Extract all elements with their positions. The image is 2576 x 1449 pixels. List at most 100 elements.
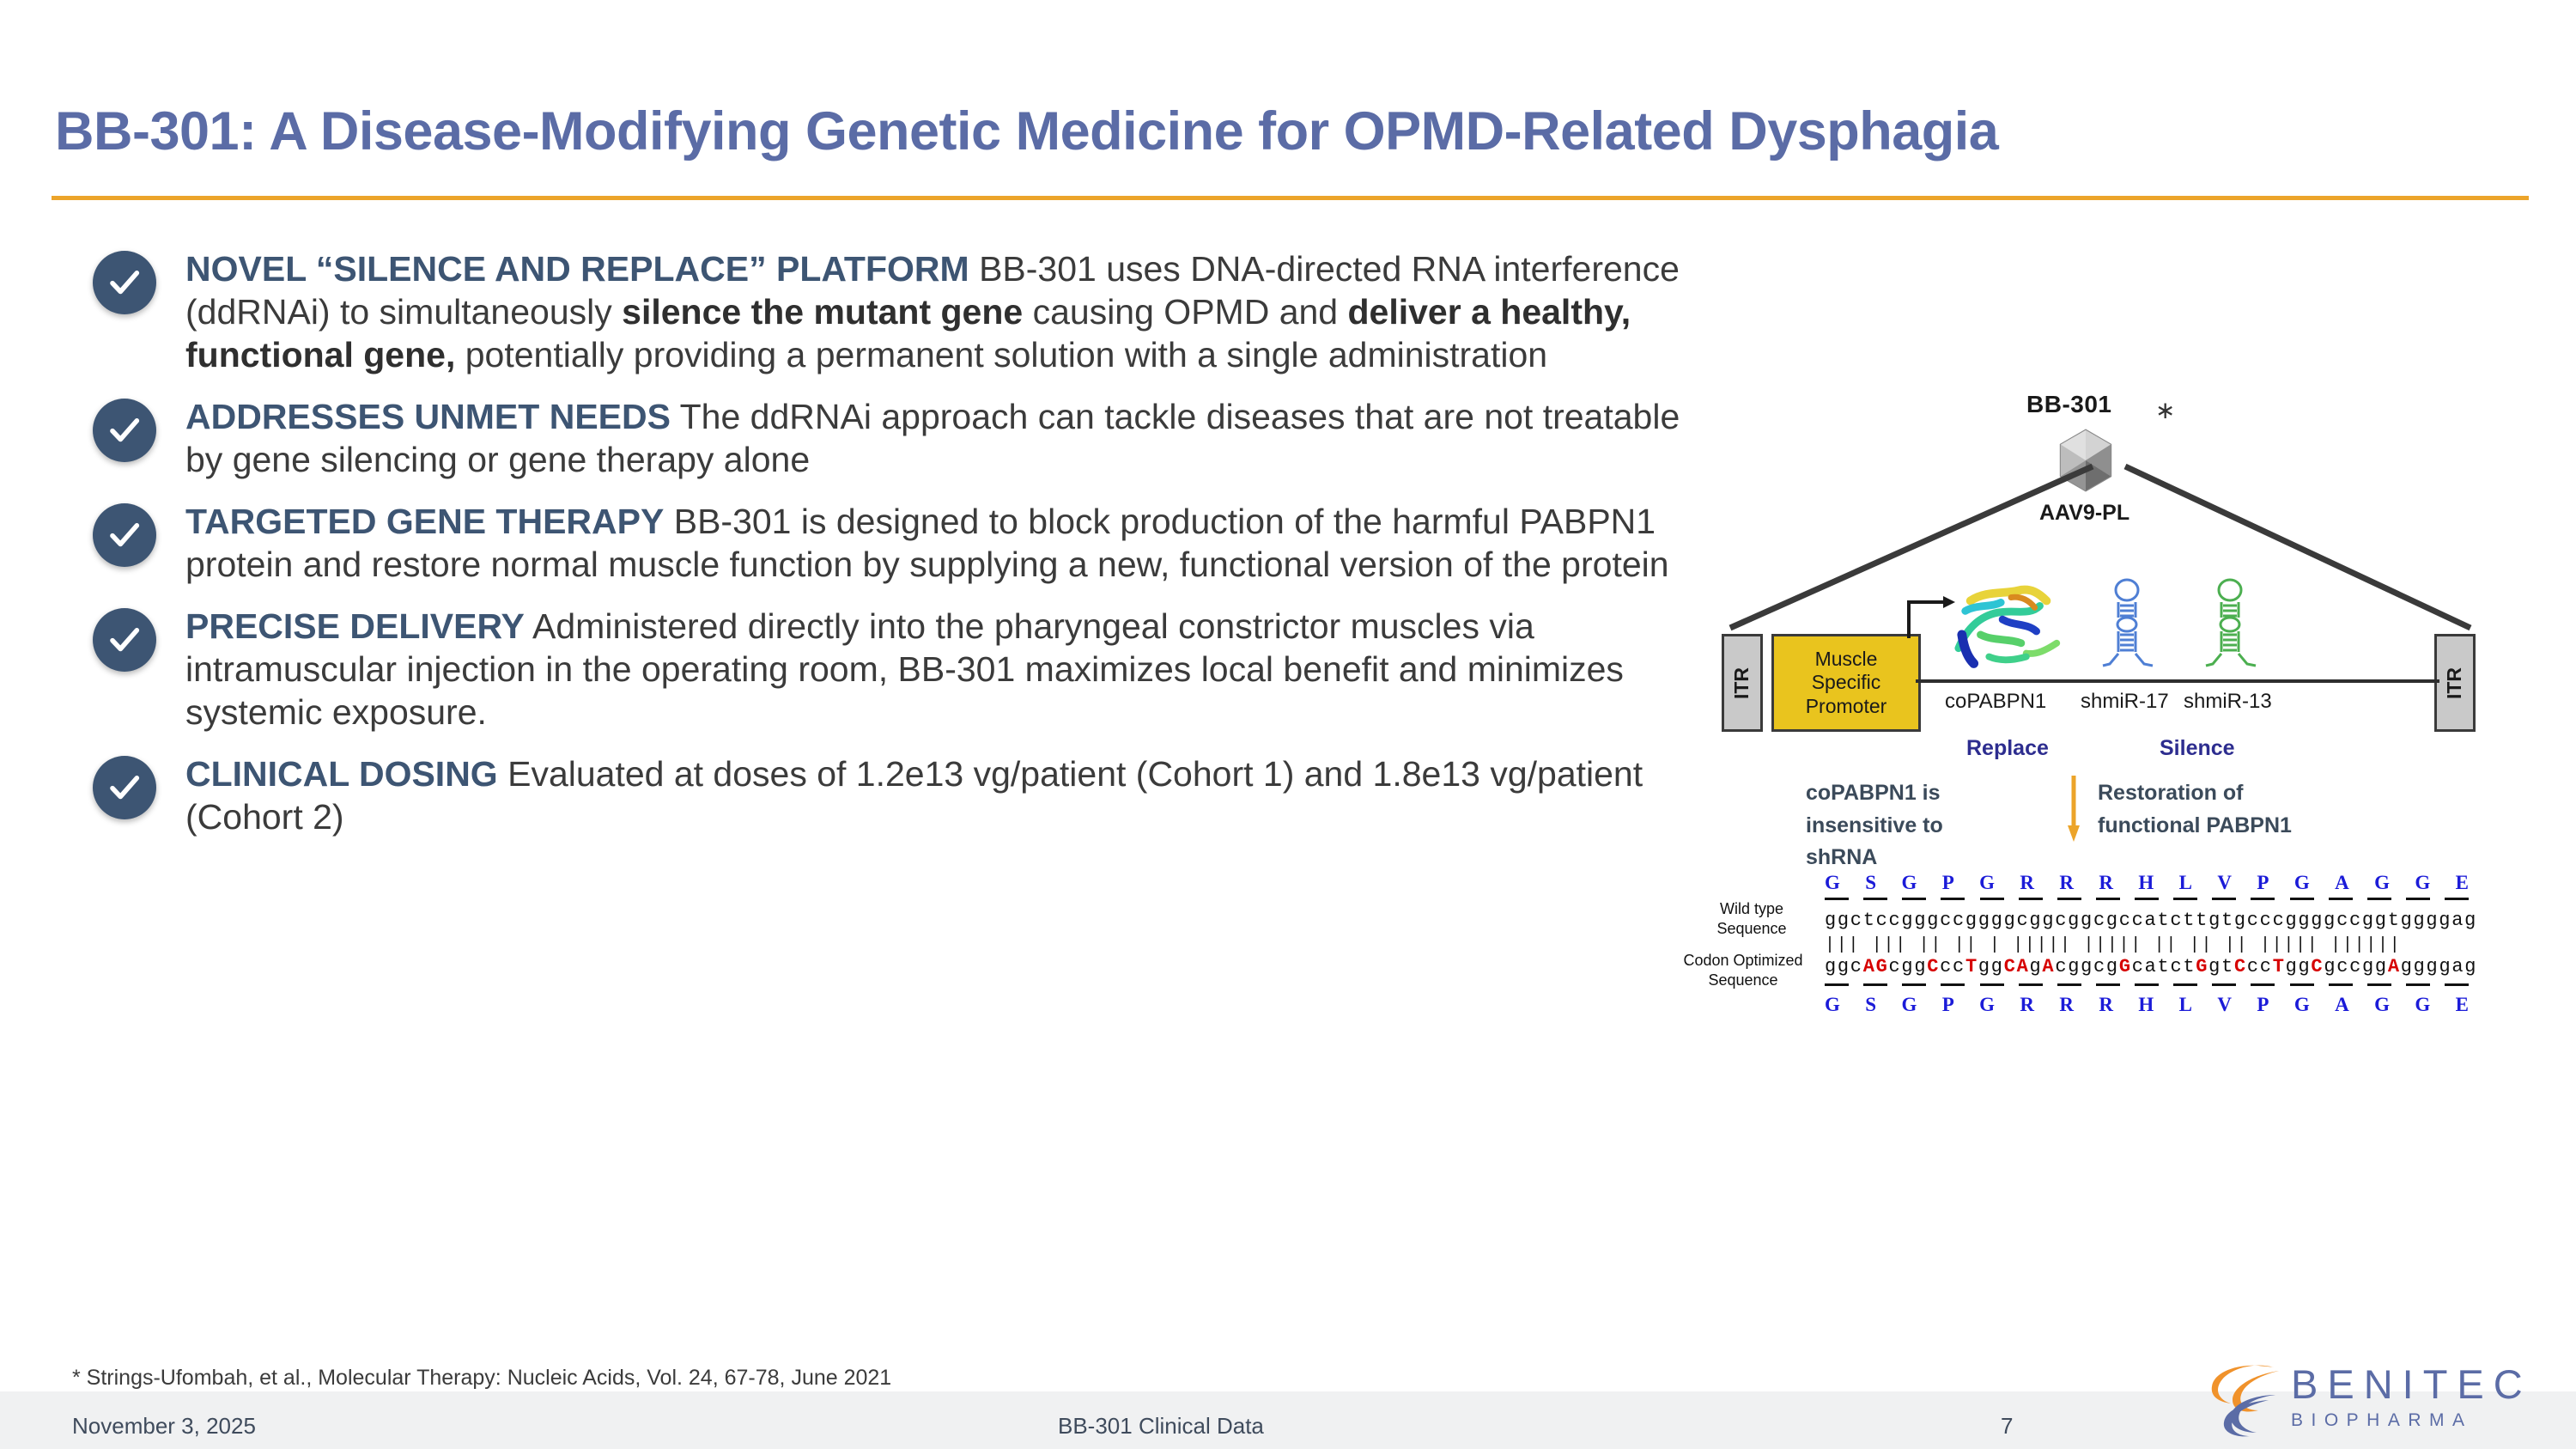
codon-underline bbox=[2289, 898, 2314, 900]
gene-label-copabpn1: coPABPN1 bbox=[1945, 690, 2047, 713]
codon-mutation-base: G bbox=[2196, 956, 2209, 977]
construct-name-label: BB-301 bbox=[2026, 391, 2112, 417]
logo-wordmark: BENITEC BIOPHARMA bbox=[2291, 1364, 2532, 1431]
codon-mutation-base: A bbox=[1862, 956, 1876, 977]
check-icon-wrap bbox=[93, 752, 185, 820]
codon-underline bbox=[1863, 898, 1888, 900]
amino-acid-letter: G bbox=[1979, 872, 1996, 893]
bb301-construct-diagram: BB-301 ∗ AAV9-PL ITR ITR Muscle Specific… bbox=[1683, 391, 2503, 1069]
amino-acid-letter: P bbox=[1941, 994, 1954, 1015]
codon-underline bbox=[1902, 898, 1927, 900]
bullet-body: The ddRNAi approach can tackle diseases … bbox=[185, 397, 1680, 480]
amino-acid-letter: R bbox=[2099, 872, 2114, 893]
amino-acid-letter: R bbox=[2020, 872, 2035, 893]
codon-dash-row-bottom bbox=[1825, 983, 2469, 986]
amino-acid-letter: G bbox=[2293, 994, 2310, 1015]
list-item: TARGETED GENE THERAPY BB-301 is designed… bbox=[93, 500, 1698, 586]
check-circle-icon bbox=[93, 756, 156, 820]
amino-acid-letter: L bbox=[2178, 872, 2193, 893]
amino-acid-letter: L bbox=[2178, 994, 2193, 1015]
codon-underline bbox=[2405, 898, 2430, 900]
bullet-emphasis: silence the mutant gene bbox=[622, 292, 1024, 332]
amino-acid-letter: G bbox=[1825, 872, 1840, 893]
codon-mutation-base: C bbox=[2233, 956, 2247, 977]
list-item: NOVEL “SILENCE AND REPLACE” PLATFORM BB-… bbox=[93, 247, 1698, 376]
codon-underline bbox=[2366, 898, 2391, 900]
bullet-body: potentially providing a permanent soluti… bbox=[455, 335, 1548, 375]
codon-underline bbox=[2057, 898, 2081, 900]
bullet-heading: CLINICAL DOSING bbox=[185, 754, 498, 795]
list-item: PRECISE DELIVERY Administered directly i… bbox=[93, 605, 1698, 734]
check-circle-icon bbox=[93, 608, 156, 673]
title-block: BB-301: A Disease-Modifying Genetic Medi… bbox=[55, 103, 2528, 160]
amino-acid-letter: P bbox=[2257, 994, 2269, 1015]
codon-mutation-base: A bbox=[2042, 956, 2056, 977]
promoter-line-2: Specific bbox=[1811, 671, 1881, 694]
down-arrow-icon bbox=[2068, 776, 2080, 842]
bullet-body: Administered directly into the pharyngea… bbox=[185, 606, 1624, 733]
amino-acid-letter: R bbox=[2059, 994, 2075, 1015]
codon-underline bbox=[2251, 898, 2275, 900]
list-item-text: PRECISE DELIVERY Administered directly i… bbox=[185, 605, 1698, 734]
check-icon-wrap bbox=[93, 500, 185, 568]
benitec-swoosh-icon bbox=[2211, 1365, 2279, 1437]
codon-underline bbox=[2405, 983, 2430, 986]
sequence-side-label-wildtype: Wild type Sequence bbox=[1716, 900, 1787, 937]
bullet-heading: NOVEL “SILENCE AND REPLACE” PLATFORM bbox=[185, 249, 969, 289]
amino-acid-letter: S bbox=[1865, 994, 1877, 1015]
codon-underline bbox=[1863, 983, 1888, 986]
amino-acid-letter: E bbox=[2455, 872, 2469, 893]
itr-left-label: ITR bbox=[1730, 667, 1753, 699]
wild-type-nucleotide-sequence: ggctccgggccggggcggcggcgccatcttgtgcccgggg… bbox=[1825, 910, 2478, 931]
codon-underline bbox=[2251, 983, 2275, 986]
footnote-reference: * Strings-Ufombah, et al., Molecular The… bbox=[72, 1366, 892, 1390]
construct-backbone-line bbox=[1916, 679, 2439, 683]
amino-acid-letter: P bbox=[1941, 872, 1954, 893]
page-title: BB-301: A Disease-Modifying Genetic Medi… bbox=[55, 101, 1999, 161]
codon-underline bbox=[2057, 983, 2081, 986]
codon-underline bbox=[1825, 983, 1849, 986]
list-item-text: CLINICAL DOSING Evaluated at doses of 1.… bbox=[185, 752, 1698, 838]
codon-mutation-base: T bbox=[2272, 956, 2286, 977]
codon-underline bbox=[2289, 983, 2314, 986]
codon-mutation-base: A bbox=[2016, 956, 2030, 977]
codon-underline bbox=[1825, 898, 1849, 900]
codon-underline bbox=[2445, 983, 2469, 986]
codon-underline bbox=[1979, 983, 2004, 986]
codon-mutation-base: G bbox=[1875, 956, 1889, 977]
codon-optimized-nucleotide-sequence: ggcAGcggCccTggCAgAcggcgGcatctGgtCccTggCg… bbox=[1825, 956, 2478, 977]
amino-acid-letter: P bbox=[2257, 872, 2269, 893]
bullet-heading: PRECISE DELIVERY bbox=[185, 606, 525, 647]
amino-acid-letter: G bbox=[1979, 994, 1996, 1015]
codon-underline bbox=[2018, 898, 2043, 900]
codon-underline bbox=[2135, 983, 2159, 986]
bullet-heading: TARGETED GENE THERAPY bbox=[185, 502, 665, 542]
amino-acid-letter: G bbox=[2415, 872, 2431, 893]
amino-acid-letter: G bbox=[1901, 994, 1917, 1015]
amino-acid-letter: E bbox=[2455, 994, 2469, 1015]
footer-date: November 3, 2025 bbox=[72, 1413, 256, 1439]
promoter-line-3: Promoter bbox=[1805, 694, 1887, 717]
itr-left-box: ITR bbox=[1722, 634, 1763, 732]
amino-acid-letter: V bbox=[2217, 994, 2233, 1015]
bullet-body: BB-301 is designed to block production o… bbox=[185, 502, 1669, 585]
check-icon-wrap bbox=[93, 395, 185, 463]
construct-connector-lines bbox=[1728, 463, 2472, 631]
amino-acid-letter: G bbox=[1825, 994, 1840, 1015]
title-accent-rule bbox=[52, 196, 2529, 200]
list-item-text: TARGETED GENE THERAPY BB-301 is designed… bbox=[185, 500, 1698, 586]
codon-mutation-base: A bbox=[2387, 956, 2401, 977]
amino-acid-letter: H bbox=[2138, 872, 2154, 893]
amino-acid-letter: R bbox=[2059, 872, 2075, 893]
codon-underline bbox=[2212, 898, 2237, 900]
note-insensitive-to-shrna: coPABPN1 is insensitive to shRNA bbox=[1806, 781, 1943, 869]
footnote-asterisk: ∗ bbox=[2155, 397, 2176, 423]
codon-mutation-base: T bbox=[1965, 956, 1978, 977]
check-circle-icon bbox=[93, 399, 156, 463]
transcription-start-arrow-icon bbox=[1907, 596, 1955, 638]
muscle-specific-promoter-box: Muscle Specific Promoter bbox=[1771, 634, 1921, 732]
sequence-match-bars: ||| ||| || || | ||||| ||||| || || || |||… bbox=[1825, 935, 2402, 955]
check-circle-icon bbox=[93, 251, 156, 314]
shmir-13-hairpin-icon bbox=[2205, 578, 2257, 667]
